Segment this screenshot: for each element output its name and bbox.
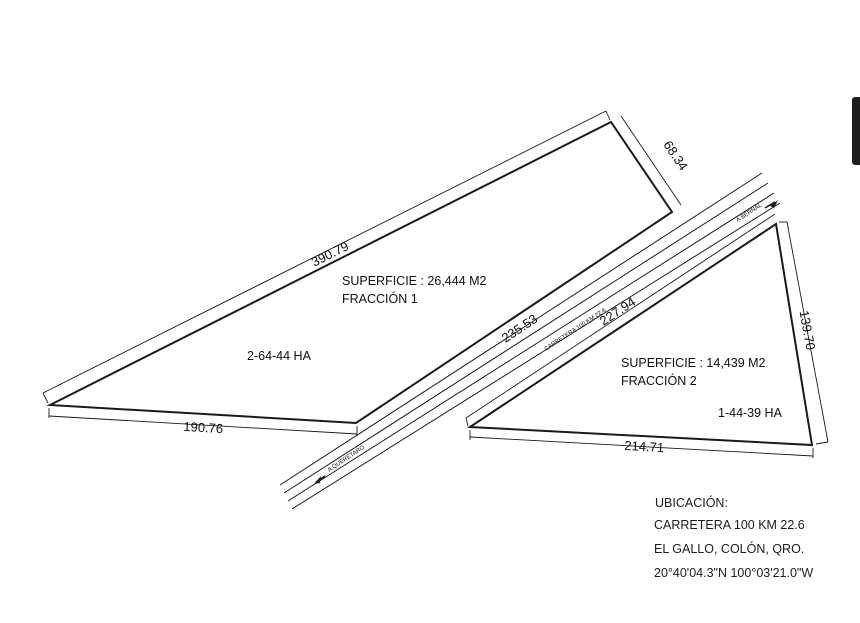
fraccion-2-nombre: FRACCIÓN 2 — [621, 373, 697, 388]
ubicacion-titulo: UBICACIÓN: — [655, 495, 728, 510]
dim-ext-top-left — [42, 392, 49, 404]
fraccion-1-boundary — [46, 120, 674, 425]
dim-text-235-53: 235.53 — [499, 311, 540, 346]
a-queretaro-label: A QUERÉTARO — [326, 444, 366, 474]
dim-line-235-53 — [355, 211, 673, 424]
fraccion-2-hectareas: 1-44-39 HA — [718, 406, 783, 420]
dim-line-139-70 — [786, 221, 829, 443]
edge-scroll-handle — [852, 97, 860, 165]
arrow-right-icon — [770, 200, 778, 208]
road-line-2 — [283, 182, 769, 494]
dim-text-139-70: 139.70 — [797, 309, 819, 351]
dim-line-227-94 — [465, 213, 776, 419]
dim-ext-right-bottom — [815, 441, 829, 445]
road — [279, 172, 781, 510]
ubicacion-linea-2: EL GALLO, COLÓN, QRO. — [654, 541, 804, 556]
road-line-4 — [291, 202, 781, 510]
a-bernal-label: A BERNAL — [736, 202, 764, 224]
road-line-1 — [279, 172, 763, 486]
dim-line-214-71 — [469, 436, 814, 457]
dim-line-190-76 — [48, 415, 358, 435]
fraccion-2-boundary — [466, 222, 814, 447]
fraccion-1-hectareas: 2-64-44 HA — [247, 349, 312, 363]
dim-text-68-34: 68.34 — [660, 138, 691, 173]
fraccion-1-dimension-lines — [42, 110, 682, 436]
ubicacion-linea-1: CARRETERA 100 KM 22.6 — [654, 518, 805, 532]
road-line-3 — [287, 192, 775, 502]
dim-text-214-71: 214.71 — [624, 438, 665, 455]
dim-text-190-76: 190.76 — [183, 419, 224, 436]
dim-ext-top-right — [605, 110, 611, 121]
a-bernal-marker: A BERNAL — [736, 200, 778, 224]
dim-ext-road-left — [465, 417, 469, 427]
fraccion-2-superficie: SUPERFICIE : 14,439 M2 — [621, 356, 766, 370]
fraccion-1-nombre: FRACCIÓN 1 — [342, 291, 418, 306]
ubicacion-linea-3: 20°40'04.3"N 100°03'21.0"W — [654, 566, 813, 580]
fraccion-1-superficie: SUPERFICIE : 26,444 M2 — [342, 274, 487, 288]
dim-text-390-79: 390.79 — [309, 238, 351, 269]
arrow-left-icon — [314, 476, 321, 484]
dim-line-390-79 — [42, 110, 607, 394]
a-queretaro-marker: A QUERÉTARO — [314, 444, 366, 484]
fraccion-2-dimension-lines — [465, 213, 829, 458]
dim-line-68-34 — [620, 115, 682, 206]
